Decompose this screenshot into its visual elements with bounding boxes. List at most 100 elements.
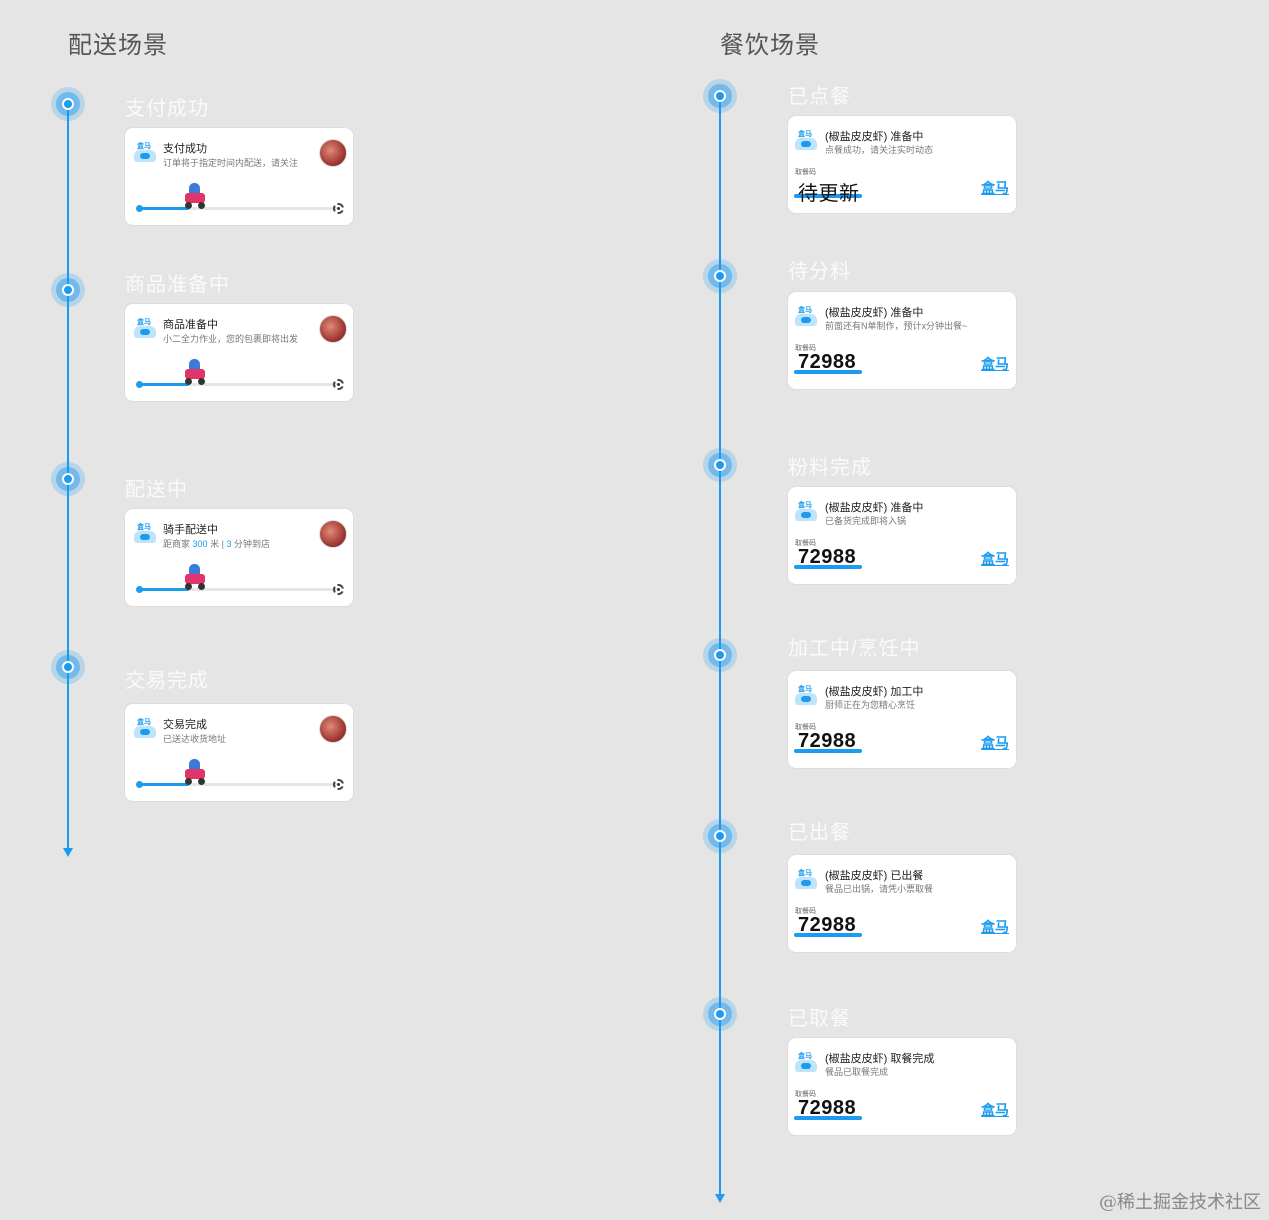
hema-brand-link[interactable]: 盒马 [981,919,1009,935]
delivery-progress-track [139,588,337,591]
dining-step-label: 加工中/烹饪中 [788,638,921,660]
pickup-code-underline [794,194,862,198]
hema-logo-icon: 盒马 [795,869,817,891]
progress-start-dot [136,586,143,593]
pickup-code-underline [794,749,862,753]
dining-card[interactable]: 盒马 (椒盐皮皮虾) 取餐完成 餐品已取餐完成 取餐码 72988 盒马 [788,1038,1016,1135]
dining-step-label: 待分料 [788,261,851,283]
card-title: (椒盐皮皮虾) 加工中 [825,686,924,698]
card-subtitle: 已备货完成即将入锅 [825,516,907,526]
pickup-code: 待更新 [798,183,860,205]
dining-step-node [703,79,737,113]
pickup-code: 72988 [798,730,857,752]
delivery-step-node [51,87,85,121]
dining-step-label: 粉料完成 [788,457,872,479]
dining-card[interactable]: 盒马 (椒盐皮皮虾) 已出餐 餐品已出锅，请凭小票取餐 取餐码 72988 盒马 [788,855,1016,952]
hema-brand-link[interactable]: 盒马 [981,356,1009,372]
delivery-step-label: 支付成功 [125,98,209,120]
card-title: 支付成功 [163,143,207,155]
hema-logo-icon: 盒马 [795,685,817,707]
pickup-code-label: 取餐码 [795,345,816,352]
card-title: (椒盐皮皮虾) 已出餐 [825,870,924,882]
card-subtitle: 订单将于指定时间内配送，请关注 [163,158,299,168]
hema-brand-link[interactable]: 盒马 [981,180,1009,196]
dining-timeline-line [719,96,721,1194]
pickup-code-underline [794,933,862,937]
delivery-step-node [51,650,85,684]
destination-target-icon [333,779,344,790]
delivery-card[interactable]: 盒马 交易完成 已送达收货地址 [125,704,353,801]
card-subtitle: 已送达收货地址 [163,734,227,744]
delivery-timeline-arrow-icon [63,848,73,857]
dining-step-label: 已取餐 [788,1008,851,1030]
hema-logo-icon: 盒马 [134,718,156,740]
dining-card[interactable]: 盒马 (椒盐皮皮虾) 准备中 已备货完成即将入锅 取餐码 72988 盒马 [788,487,1016,584]
pickup-code-underline [794,370,862,374]
progress-start-dot [136,205,143,212]
hema-logo-icon: 盒马 [134,142,156,164]
card-subtitle: 厨师正在为您精心烹饪 [825,700,916,710]
hema-brand-link[interactable]: 盒马 [981,735,1009,751]
delivery-step-node [51,273,85,307]
card-title: 骑手配送中 [163,524,218,536]
card-subtitle: 点餐成功，请关注实时动态 [825,145,934,155]
avatar [319,520,347,548]
card-title: 商品准备中 [163,319,218,331]
hema-brand-link[interactable]: 盒马 [981,1102,1009,1118]
card-subtitle: 餐品已取餐完成 [825,1067,889,1077]
pickup-code: 72988 [798,914,857,936]
rider-scooter-icon [183,359,207,385]
card-title: 交易完成 [163,719,207,731]
delivery-step-label: 商品准备中 [125,274,230,296]
delivery-card[interactable]: 盒马 商品准备中 小二全力作业，您的包裹即将出发 [125,304,353,401]
pickup-code: 72988 [798,1097,857,1119]
delivery-progress-track [139,783,337,786]
delivery-card[interactable]: 盒马 支付成功 订单将于指定时间内配送，请关注 [125,128,353,225]
card-title: (椒盐皮皮虾) 准备中 [825,502,924,514]
hema-logo-icon: 盒马 [795,1052,817,1074]
delivery-progress-track [139,207,337,210]
dining-card[interactable]: 盒马 (椒盐皮皮虾) 准备中 前面还有N单制作，预计x分钟出餐~ 取餐码 729… [788,292,1016,389]
dining-step-node [703,638,737,672]
dining-step-label: 已出餐 [788,822,851,844]
card-subtitle: 前面还有N单制作，预计x分钟出餐~ [825,321,968,331]
pickup-code-underline [794,565,862,569]
card-title: (椒盐皮皮虾) 取餐完成 [825,1053,935,1065]
pickup-code: 72988 [798,351,857,373]
pickup-code-underline [794,1116,862,1120]
dining-step-node [703,819,737,853]
hema-logo-icon: 盒马 [795,130,817,152]
destination-target-icon [333,584,344,595]
dining-step-node [703,997,737,1031]
pickup-code: 72988 [798,546,857,568]
avatar [319,139,347,167]
delivery-step-node [51,462,85,496]
progress-start-dot [136,781,143,788]
card-subtitle: 距商家 300 米 | 3 分钟到店 [163,539,271,549]
delivery-progress-track [139,383,337,386]
dining-step-label: 已点餐 [788,86,851,108]
dining-step-node [703,259,737,293]
card-subtitle: 小二全力作业，您的包裹即将出发 [163,334,299,344]
avatar [319,315,347,343]
hema-brand-link[interactable]: 盒马 [981,551,1009,567]
card-title: (椒盐皮皮虾) 准备中 [825,131,924,143]
delivery-section-title: 配送场景 [68,32,168,59]
destination-target-icon [333,203,344,214]
hema-logo-icon: 盒马 [795,306,817,328]
avatar [319,715,347,743]
hema-logo-icon: 盒马 [134,523,156,545]
rider-scooter-icon [183,759,207,785]
dining-card[interactable]: 盒马 (椒盐皮皮虾) 加工中 厨师正在为您精心烹饪 取餐码 72988 盒马 [788,671,1016,768]
pickup-code-label: 取餐码 [795,540,816,547]
destination-target-icon [333,379,344,390]
rider-scooter-icon [183,183,207,209]
pickup-code-label: 取餐码 [795,724,816,731]
progress-start-dot [136,381,143,388]
delivery-card[interactable]: 盒马 骑手配送中 距商家 300 米 | 3 分钟到店 [125,509,353,606]
dining-card[interactable]: 盒马 (椒盐皮皮虾) 准备中 点餐成功，请关注实时动态 取餐码 待更新 盒马 [788,116,1016,213]
rider-scooter-icon [183,564,207,590]
card-subtitle: 餐品已出锅，请凭小票取餐 [825,884,934,894]
pickup-code-label: 取餐码 [795,169,816,176]
dining-step-node [703,448,737,482]
